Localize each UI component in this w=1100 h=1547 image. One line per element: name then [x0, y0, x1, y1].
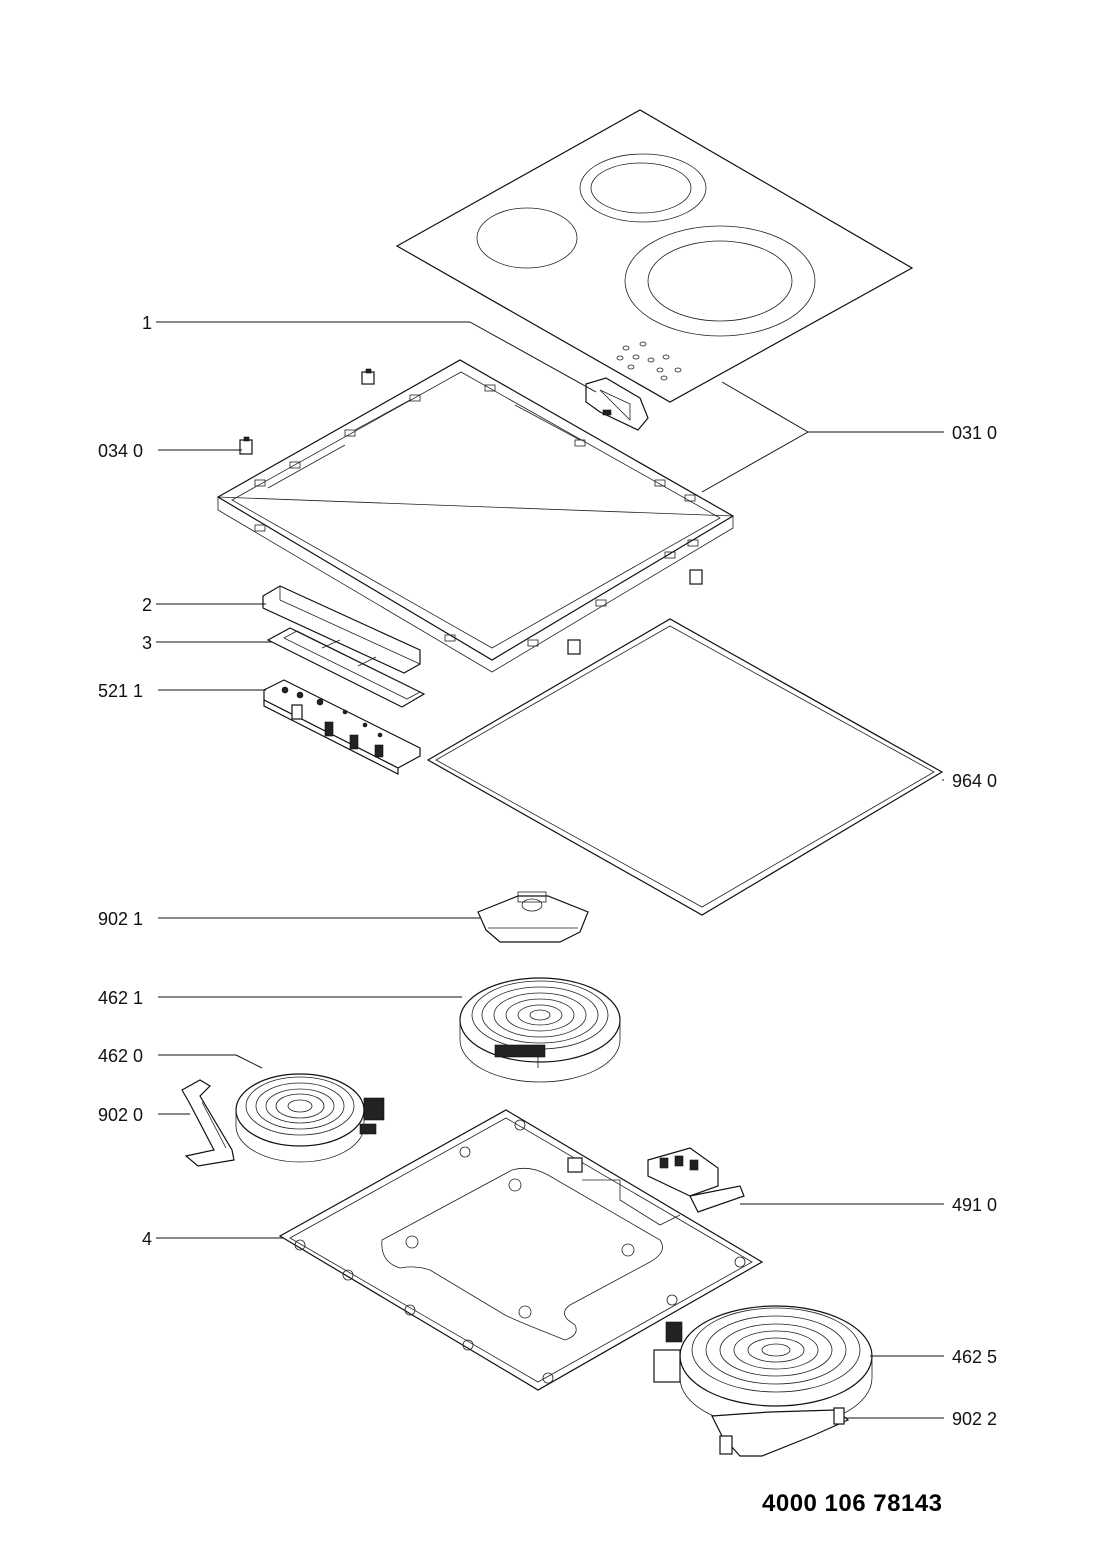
clip-frame-corner: [567, 569, 703, 655]
label-part-9022: 902 2: [952, 1409, 998, 1429]
label-part-9021: 902 1: [98, 909, 144, 929]
label-part-9020: 902 0: [98, 1105, 144, 1125]
bracket-9022: [711, 1407, 850, 1457]
label-part-9640: 964 0: [952, 771, 998, 791]
cover-part-2: [262, 585, 421, 674]
control-board-5211: [263, 679, 421, 775]
label-part-1: 1: [142, 313, 153, 333]
bracket-9020: [181, 1079, 235, 1167]
label-part-4620: 462 0: [98, 1046, 144, 1066]
bracket-9021: [477, 891, 589, 943]
label-part-4625: 462 5: [952, 1347, 998, 1367]
gasket-9640: [426, 618, 944, 916]
touch-control-dots: [616, 341, 682, 381]
radiant-heater-4625: [653, 1305, 873, 1429]
label-part-5211: 521 1: [98, 681, 144, 701]
base-plate-4: [278, 1109, 764, 1391]
leader-lines: [156, 321, 944, 1419]
bracket-part-1: [585, 377, 649, 431]
insulation-part-3: [266, 627, 426, 708]
label-part-0340: 034 0: [98, 441, 144, 461]
label-part-2: 2: [142, 595, 153, 615]
radiant-heater-4620: [235, 1073, 385, 1163]
terminal-block-4910: [647, 1147, 745, 1213]
clip-0340: [239, 368, 375, 455]
radiant-heater-4621: [459, 977, 621, 1083]
label-part-4910: 491 0: [952, 1195, 998, 1215]
hob-frame: [216, 359, 735, 673]
document-number: 4000 106 78143: [762, 1490, 943, 1517]
label-part-3: 3: [142, 633, 153, 653]
label-part-4: 4: [142, 1229, 153, 1249]
glass-ceramic-top: [395, 109, 914, 403]
label-part-4621: 462 1: [98, 988, 144, 1008]
label-part-0310: 031 0: [952, 423, 998, 443]
